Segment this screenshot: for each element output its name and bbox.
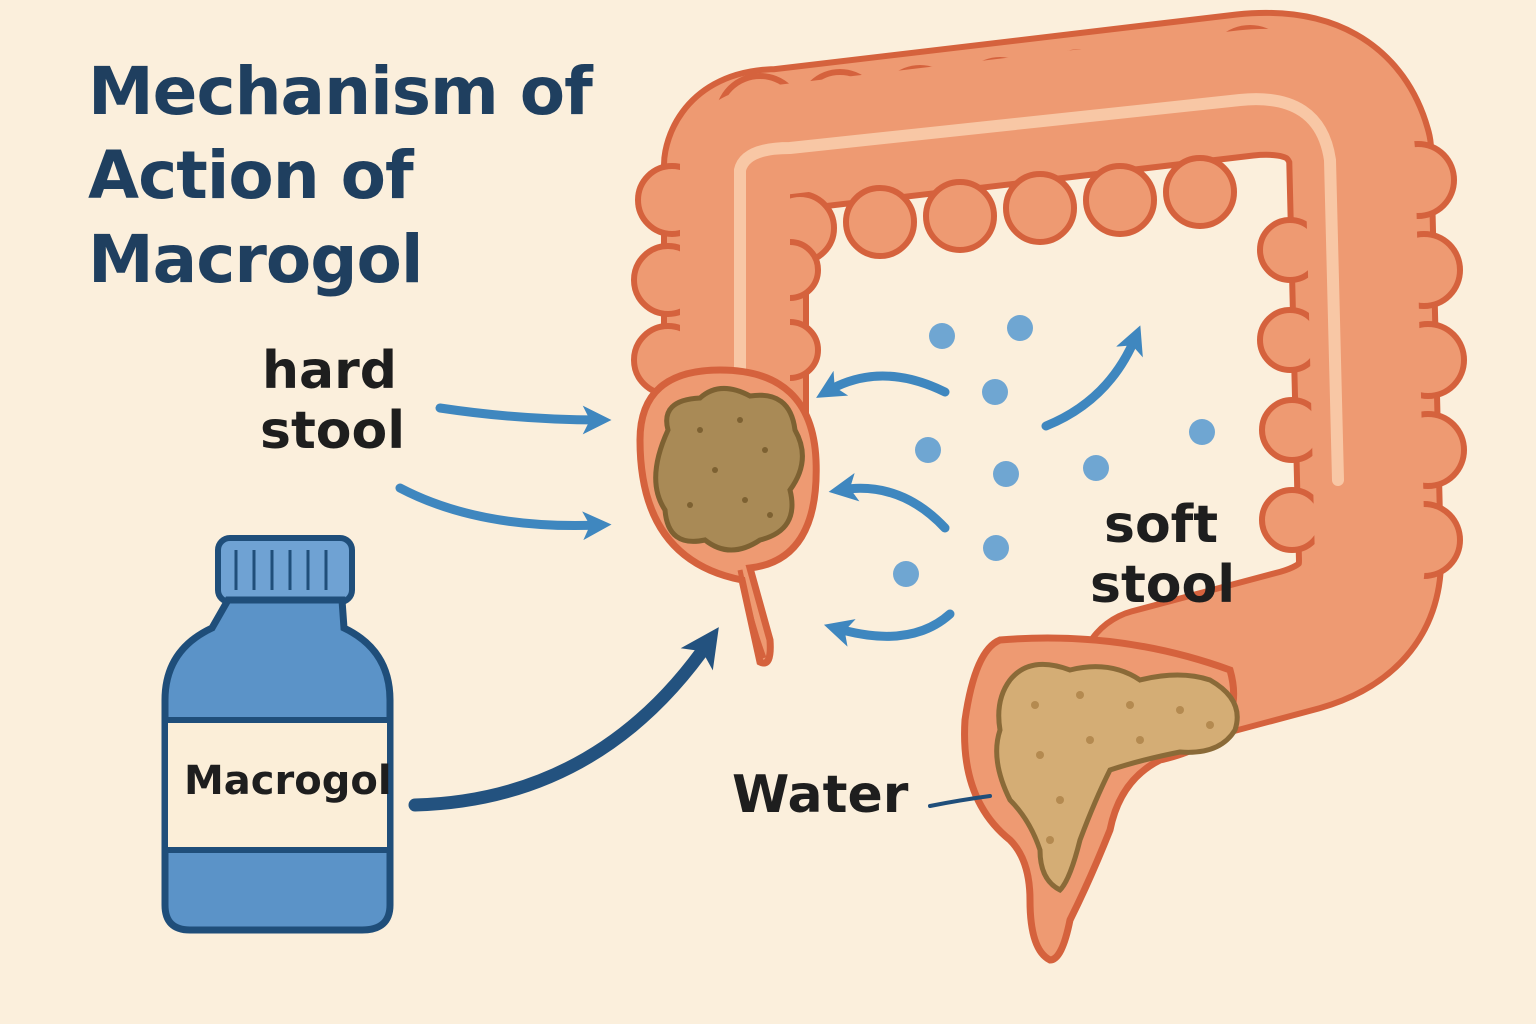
hard-stool-label-line-1: hard (262, 341, 397, 401)
flow-arrows (395, 325, 1143, 647)
hard-stool-label-line-2: stool (260, 401, 406, 461)
water-droplet-icon (929, 323, 955, 349)
page-title-line-2: Action of (88, 137, 414, 214)
flow-arrow-icon (823, 609, 955, 647)
flow-arrow-icon (816, 370, 950, 398)
water-droplet-icon (893, 561, 919, 587)
flow-arrow-icon (1041, 325, 1143, 431)
water-droplet-icon (993, 461, 1019, 487)
flow-arrow-icon (828, 472, 950, 533)
water-droplets (893, 315, 1215, 587)
colon-highlight (734, 93, 1344, 486)
flow-arrow-icon (435, 403, 612, 435)
soft-stool-label-line-2: stool (1090, 555, 1236, 615)
water-droplet-icon (1083, 455, 1109, 481)
bottle-label: Macrogol (184, 758, 392, 804)
water-droplet-icon (915, 437, 941, 463)
water-droplet-icon (983, 535, 1009, 561)
flow-arrow-icon (395, 483, 612, 541)
water-droplet-icon (1007, 315, 1033, 341)
flow-arrow-icon (408, 627, 719, 812)
water-pointer-line (928, 794, 992, 808)
page-title-line-1: Mechanism of (88, 53, 593, 130)
hard-stool-mass (653, 386, 805, 553)
soft-stool-label-line-1: soft (1104, 495, 1219, 555)
soft-stool-mass (994, 661, 1240, 894)
page-title-line-3: Macrogol (88, 221, 423, 298)
water-droplet-icon (1189, 419, 1215, 445)
water-label: Water (732, 765, 909, 825)
medicine-bottle-icon (161, 535, 394, 934)
water-droplet-icon (982, 379, 1008, 405)
